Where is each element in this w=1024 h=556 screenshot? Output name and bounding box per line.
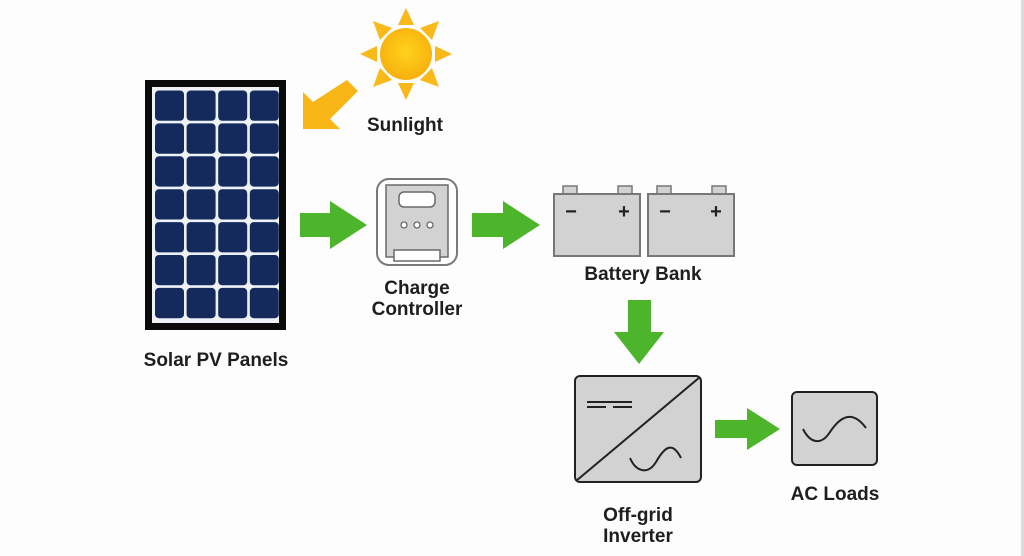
solar-cell <box>218 287 248 319</box>
inverter-label-line1: Off-grid <box>603 505 673 526</box>
charge-controller-label-line1: Charge <box>384 278 450 299</box>
battery-icon: − + <box>647 185 735 257</box>
flow-arrow-inverter-to-loads <box>715 408 780 450</box>
flow-arrow-battery-to-inverter <box>614 300 664 364</box>
charge-controller-icon <box>376 178 458 266</box>
battery-negative-terminal: − <box>565 201 577 223</box>
sunlight-arrow <box>303 80 358 129</box>
ac-load-icon <box>791 391 878 466</box>
solar-cell <box>155 90 184 121</box>
solar-cell <box>155 189 184 220</box>
battery-positive-terminal: + <box>618 201 630 223</box>
sunlight-label: Sunlight <box>367 115 443 136</box>
solar-cell <box>218 156 248 187</box>
sun-icon <box>360 8 452 100</box>
solar-cell <box>249 123 279 154</box>
solar-cell <box>218 255 248 286</box>
battery-bank-label: Battery Bank <box>584 264 702 285</box>
battery-icon: − + <box>553 185 641 257</box>
solar-cell <box>186 156 216 187</box>
solar-cell <box>186 90 216 121</box>
solar-cell <box>186 287 216 319</box>
solar-cell <box>186 222 216 253</box>
solar-cell <box>249 255 279 286</box>
right-border <box>1021 0 1024 556</box>
solar-cell <box>249 189 279 220</box>
solar-cell <box>218 90 248 121</box>
solar-panels-label: Solar PV Panels <box>143 350 289 371</box>
ac-loads-label: AC Loads <box>790 484 880 505</box>
solar-cell <box>218 222 248 253</box>
inverter-icon <box>574 375 702 483</box>
solar-cell <box>155 156 184 187</box>
flow-arrow-panel-to-controller <box>300 201 367 249</box>
solar-cell <box>218 123 248 154</box>
inverter-label-line2: Inverter <box>603 526 673 547</box>
solar-cell <box>155 255 184 286</box>
solar-cell <box>218 189 248 220</box>
solar-cell <box>155 287 184 319</box>
solar-cell <box>186 123 216 154</box>
solar-cell <box>249 287 279 319</box>
solar-cell <box>155 222 184 253</box>
solar-cell <box>186 255 216 286</box>
battery-positive-terminal: + <box>710 201 722 223</box>
solar-cell <box>155 123 184 154</box>
solar-cell <box>249 222 279 253</box>
solar-cell <box>186 189 216 220</box>
solar-cell <box>249 156 279 187</box>
solar-cell <box>249 90 279 121</box>
battery-negative-terminal: − <box>659 201 671 223</box>
flow-arrow-controller-to-battery <box>472 201 540 249</box>
charge-controller-label-line2: Controller <box>371 299 463 320</box>
solar-panel-icon <box>145 80 286 330</box>
